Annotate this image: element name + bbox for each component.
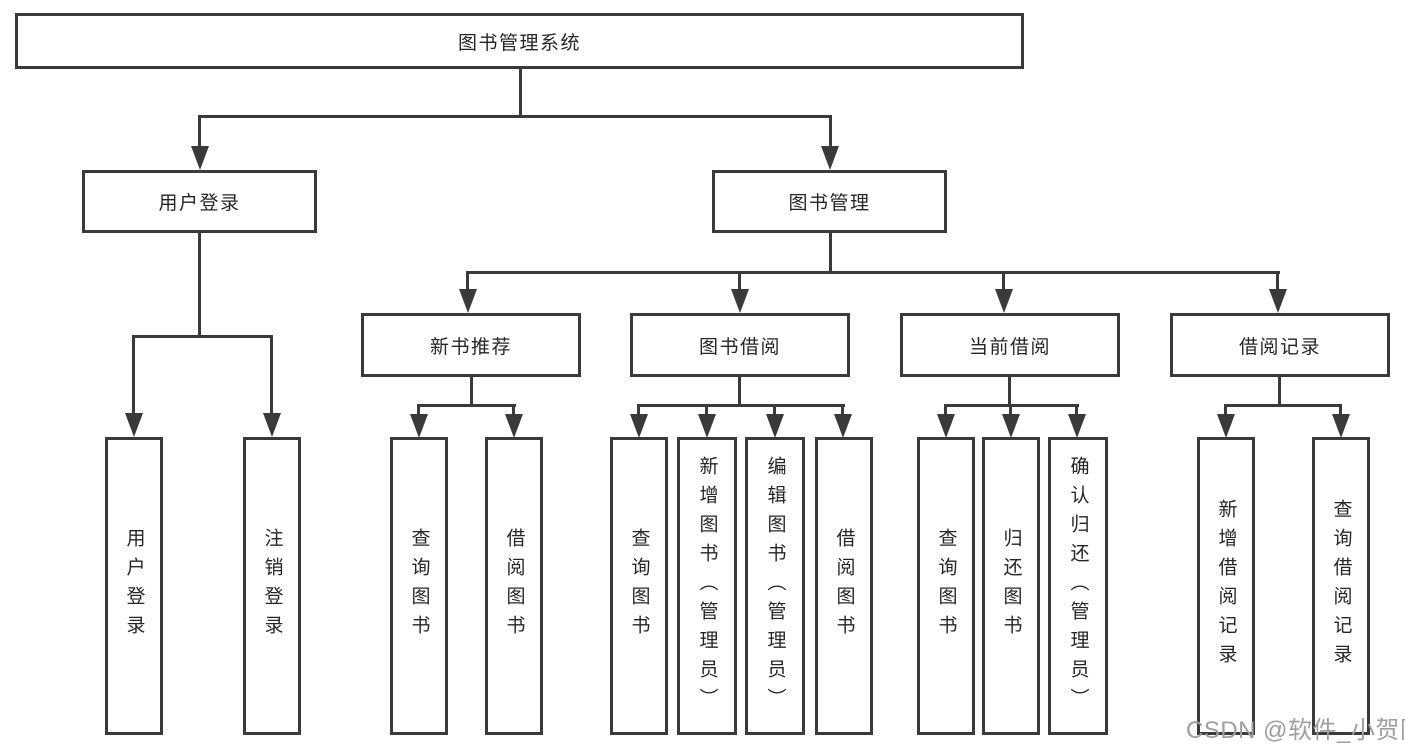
arrow-down-icon (505, 414, 523, 438)
edge-line (705, 406, 708, 415)
leaf-cb-query-books: 查询图书 (917, 437, 975, 735)
edge-line (198, 233, 201, 337)
leaf-rec-query-books: 查询图书 (390, 437, 448, 735)
edge-line (1276, 273, 1279, 291)
edge-line (1339, 406, 1342, 415)
edge-line (1278, 377, 1281, 406)
edge-line (417, 406, 420, 415)
arrow-down-icon (630, 414, 648, 438)
node-book-management: 图书管理 (712, 170, 947, 233)
arrow-down-icon (766, 414, 784, 438)
leaf-bb-add-books-admin: 新增图书（管理员） (677, 437, 737, 735)
arrow-down-icon (191, 146, 209, 170)
leaf-login: 用户登录 (105, 437, 163, 735)
arrow-down-icon (1269, 289, 1287, 313)
edge-line (270, 337, 273, 415)
leaf-records-query-record: 查询借阅记录 (1312, 437, 1370, 735)
arrow-down-icon (410, 414, 428, 438)
arrow-down-icon (937, 414, 955, 438)
edge-line (132, 337, 135, 415)
arrow-down-icon (1217, 414, 1235, 438)
leaf-cb-return-books: 归还图书 (982, 437, 1040, 735)
leaf-logout: 注销登录 (243, 437, 301, 735)
leaf-cb-confirm-return-admin: 确认归还（管理员） (1048, 437, 1108, 735)
edge-line (944, 406, 947, 415)
edge-line (637, 406, 640, 415)
edge-line (829, 117, 832, 149)
leaf-records-add-record: 新增借阅记录 (1197, 437, 1255, 735)
arrow-down-icon (995, 289, 1013, 313)
edge-line (1224, 404, 1342, 407)
edge-line (1009, 406, 1012, 415)
edge-line (1075, 406, 1078, 415)
edge-line (198, 117, 201, 149)
arrow-down-icon (125, 413, 143, 437)
edge-line (829, 233, 832, 273)
arrow-down-icon (263, 413, 281, 437)
edge-line (519, 68, 522, 117)
arrow-down-icon (731, 289, 749, 313)
edge-line (512, 406, 515, 415)
edge-line (738, 273, 741, 291)
arrow-down-icon (459, 289, 477, 313)
node-current-borrow: 当前借阅 (900, 313, 1120, 377)
node-user-login: 用户登录 (82, 170, 317, 233)
edge-line (1008, 377, 1011, 406)
edge-line (944, 404, 1079, 407)
edge-line (637, 404, 845, 407)
node-borrow-records: 借阅记录 (1170, 313, 1390, 377)
edge-line (470, 377, 473, 406)
edge-line (132, 335, 273, 338)
arrow-down-icon (698, 414, 716, 438)
leaf-bb-borrow-books: 借阅图书 (815, 437, 873, 735)
edge-line (466, 273, 469, 291)
csdn-watermark: CSDN @软件_小贺同学 (1186, 717, 1405, 744)
leaf-rec-borrow-books: 借阅图书 (485, 437, 543, 735)
node-root: 图书管理系统 (15, 13, 1024, 69)
arrow-down-icon (1002, 414, 1020, 438)
edge-line (466, 271, 1280, 274)
arrow-down-icon (821, 146, 839, 170)
node-book-borrow: 图书借阅 (630, 313, 850, 377)
edge-line (738, 377, 741, 406)
edge-line (773, 406, 776, 415)
arrow-down-icon (834, 414, 852, 438)
edge-line (841, 406, 844, 415)
edge-line (1002, 273, 1005, 291)
leaf-bb-query-books: 查询图书 (610, 437, 668, 735)
edge-line (198, 115, 832, 118)
node-new-book-recommend: 新书推荐 (361, 313, 581, 377)
edge-line (417, 404, 516, 407)
arrow-down-icon (1332, 414, 1350, 438)
leaf-bb-edit-books-admin: 编辑图书（管理员） (745, 437, 805, 735)
edge-line (1224, 406, 1227, 415)
arrow-down-icon (1068, 414, 1086, 438)
